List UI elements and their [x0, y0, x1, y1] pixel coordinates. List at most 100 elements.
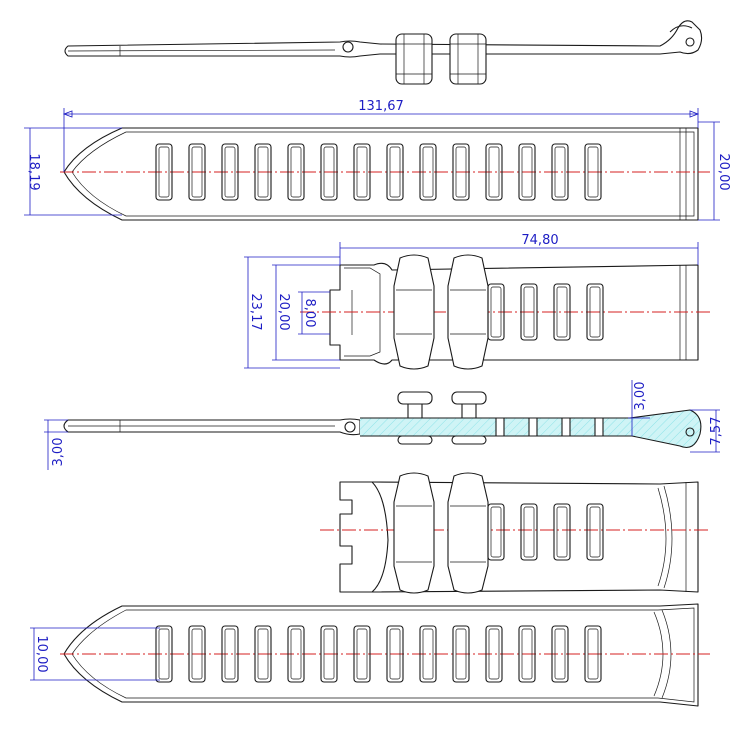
- section-slot: [594, 417, 604, 437]
- strap-slot-inner: [158, 146, 170, 198]
- strap-slot: [487, 503, 505, 561]
- buckle-keeper-1: [393, 254, 435, 370]
- strap-slot: [553, 283, 571, 341]
- strap-slot: [188, 143, 206, 201]
- strap-slot-inner: [587, 146, 599, 198]
- strap-slot-inner: [523, 506, 535, 558]
- dim-overall-height: 23,17: [248, 293, 263, 330]
- strap-slot-inner: [490, 506, 502, 558]
- strap-slot: [320, 625, 338, 683]
- strap-slot: [553, 503, 571, 561]
- dim-slot-width: 8,00: [302, 299, 317, 328]
- strap-slot: [584, 143, 602, 201]
- strap-slot-inner: [422, 146, 434, 198]
- strap-slot-inner: [191, 628, 203, 680]
- strap-slot-inner: [554, 146, 566, 198]
- strap-slot: [320, 143, 338, 201]
- slot-row: [155, 625, 602, 683]
- bottom-keeper-1: [393, 472, 435, 594]
- dim-tip-span: 10,00: [34, 635, 49, 672]
- strap-slot-inner: [356, 628, 368, 680]
- strap-slot-inner: [224, 628, 236, 680]
- strap-slot-inner: [521, 628, 533, 680]
- section-side-view: 3,00 3,00 7,57: [44, 380, 724, 470]
- section-slot: [561, 417, 571, 437]
- dim-total-length: 131,67: [358, 99, 404, 114]
- strap-slot-inner: [290, 628, 302, 680]
- dim-buckle-side-length: 74,80: [521, 233, 558, 248]
- bottom-keeper-2: [447, 472, 489, 594]
- side-view-top: [64, 20, 703, 85]
- strap-slot-inner: [488, 146, 500, 198]
- strap-slot: [551, 143, 569, 201]
- slot-row: [487, 503, 604, 561]
- strap-slot-inner: [257, 628, 269, 680]
- dim-end-thickness: 7,57: [709, 417, 724, 446]
- strap-slot-inner: [556, 506, 568, 558]
- section-slot-row: [495, 417, 604, 437]
- strap-slot: [155, 143, 173, 201]
- strap-slot-inner: [323, 146, 335, 198]
- strap-slot-inner: [589, 286, 601, 338]
- strap-slot: [520, 503, 538, 561]
- strap-slot-inner: [521, 146, 533, 198]
- strap-slot: [518, 625, 536, 683]
- strap-slot-inner: [554, 628, 566, 680]
- strap-slot-inner: [257, 146, 269, 198]
- strap-slot: [155, 625, 173, 683]
- strap-slot-inner: [290, 146, 302, 198]
- strap-slot-inner: [389, 628, 401, 680]
- dim-strap-thickness: 3,00: [51, 438, 66, 467]
- strap-slot: [221, 625, 239, 683]
- strap-slot-inner: [389, 146, 401, 198]
- buckle-strap-view: 74,80 23,17 20,00 8,00: [244, 233, 710, 370]
- strap-slot: [221, 143, 239, 201]
- strap-slot: [287, 143, 305, 201]
- strap-slot: [254, 143, 272, 201]
- strap-slot: [520, 283, 538, 341]
- side-keeper-1: [395, 33, 433, 85]
- strap-slot-inner: [589, 506, 601, 558]
- strap-slot: [188, 625, 206, 683]
- strap-slot-inner: [191, 146, 203, 198]
- strap-slot: [287, 625, 305, 683]
- strap-slot: [551, 625, 569, 683]
- strap-slot-inner: [323, 628, 335, 680]
- strap-slot-inner: [158, 628, 170, 680]
- section-keeper-1: [397, 391, 433, 445]
- strap-slot: [353, 143, 371, 201]
- strap-slot: [452, 143, 470, 201]
- strap-slot: [419, 143, 437, 201]
- strap-slot: [452, 625, 470, 683]
- strap-slot: [518, 143, 536, 201]
- buckle-keeper-2: [447, 254, 489, 370]
- dim-strap-width: 20,00: [716, 153, 731, 190]
- strap-slot-inner: [556, 286, 568, 338]
- strap-slot-inner: [490, 286, 502, 338]
- dim-inner-width: 20,00: [276, 293, 291, 330]
- strap-slot: [386, 143, 404, 201]
- strap-slot: [386, 625, 404, 683]
- section-keeper-2: [451, 391, 487, 445]
- strap-slot-inner: [422, 628, 434, 680]
- strap-slot-inner: [488, 628, 500, 680]
- strap-slot: [584, 625, 602, 683]
- strap-slot-inner: [455, 628, 467, 680]
- strap-slot: [353, 625, 371, 683]
- long-strap-view: 131,67 18,19 20,00: [24, 99, 731, 221]
- dim-tip-width: 18,19: [26, 153, 41, 190]
- buckle-strap-bottom-view: [320, 472, 710, 594]
- strap-slot: [586, 503, 604, 561]
- strap-slot-inner: [356, 146, 368, 198]
- strap-slot: [419, 625, 437, 683]
- strap-slot: [487, 283, 505, 341]
- long-strap-bottom-view: 10,00: [30, 603, 710, 707]
- section-slot: [528, 417, 538, 437]
- slot-row: [155, 143, 602, 201]
- strap-slot: [485, 625, 503, 683]
- side-keeper-2: [449, 33, 487, 85]
- strap-slot-inner: [587, 628, 599, 680]
- strap-slot: [586, 283, 604, 341]
- section-slot: [495, 417, 505, 437]
